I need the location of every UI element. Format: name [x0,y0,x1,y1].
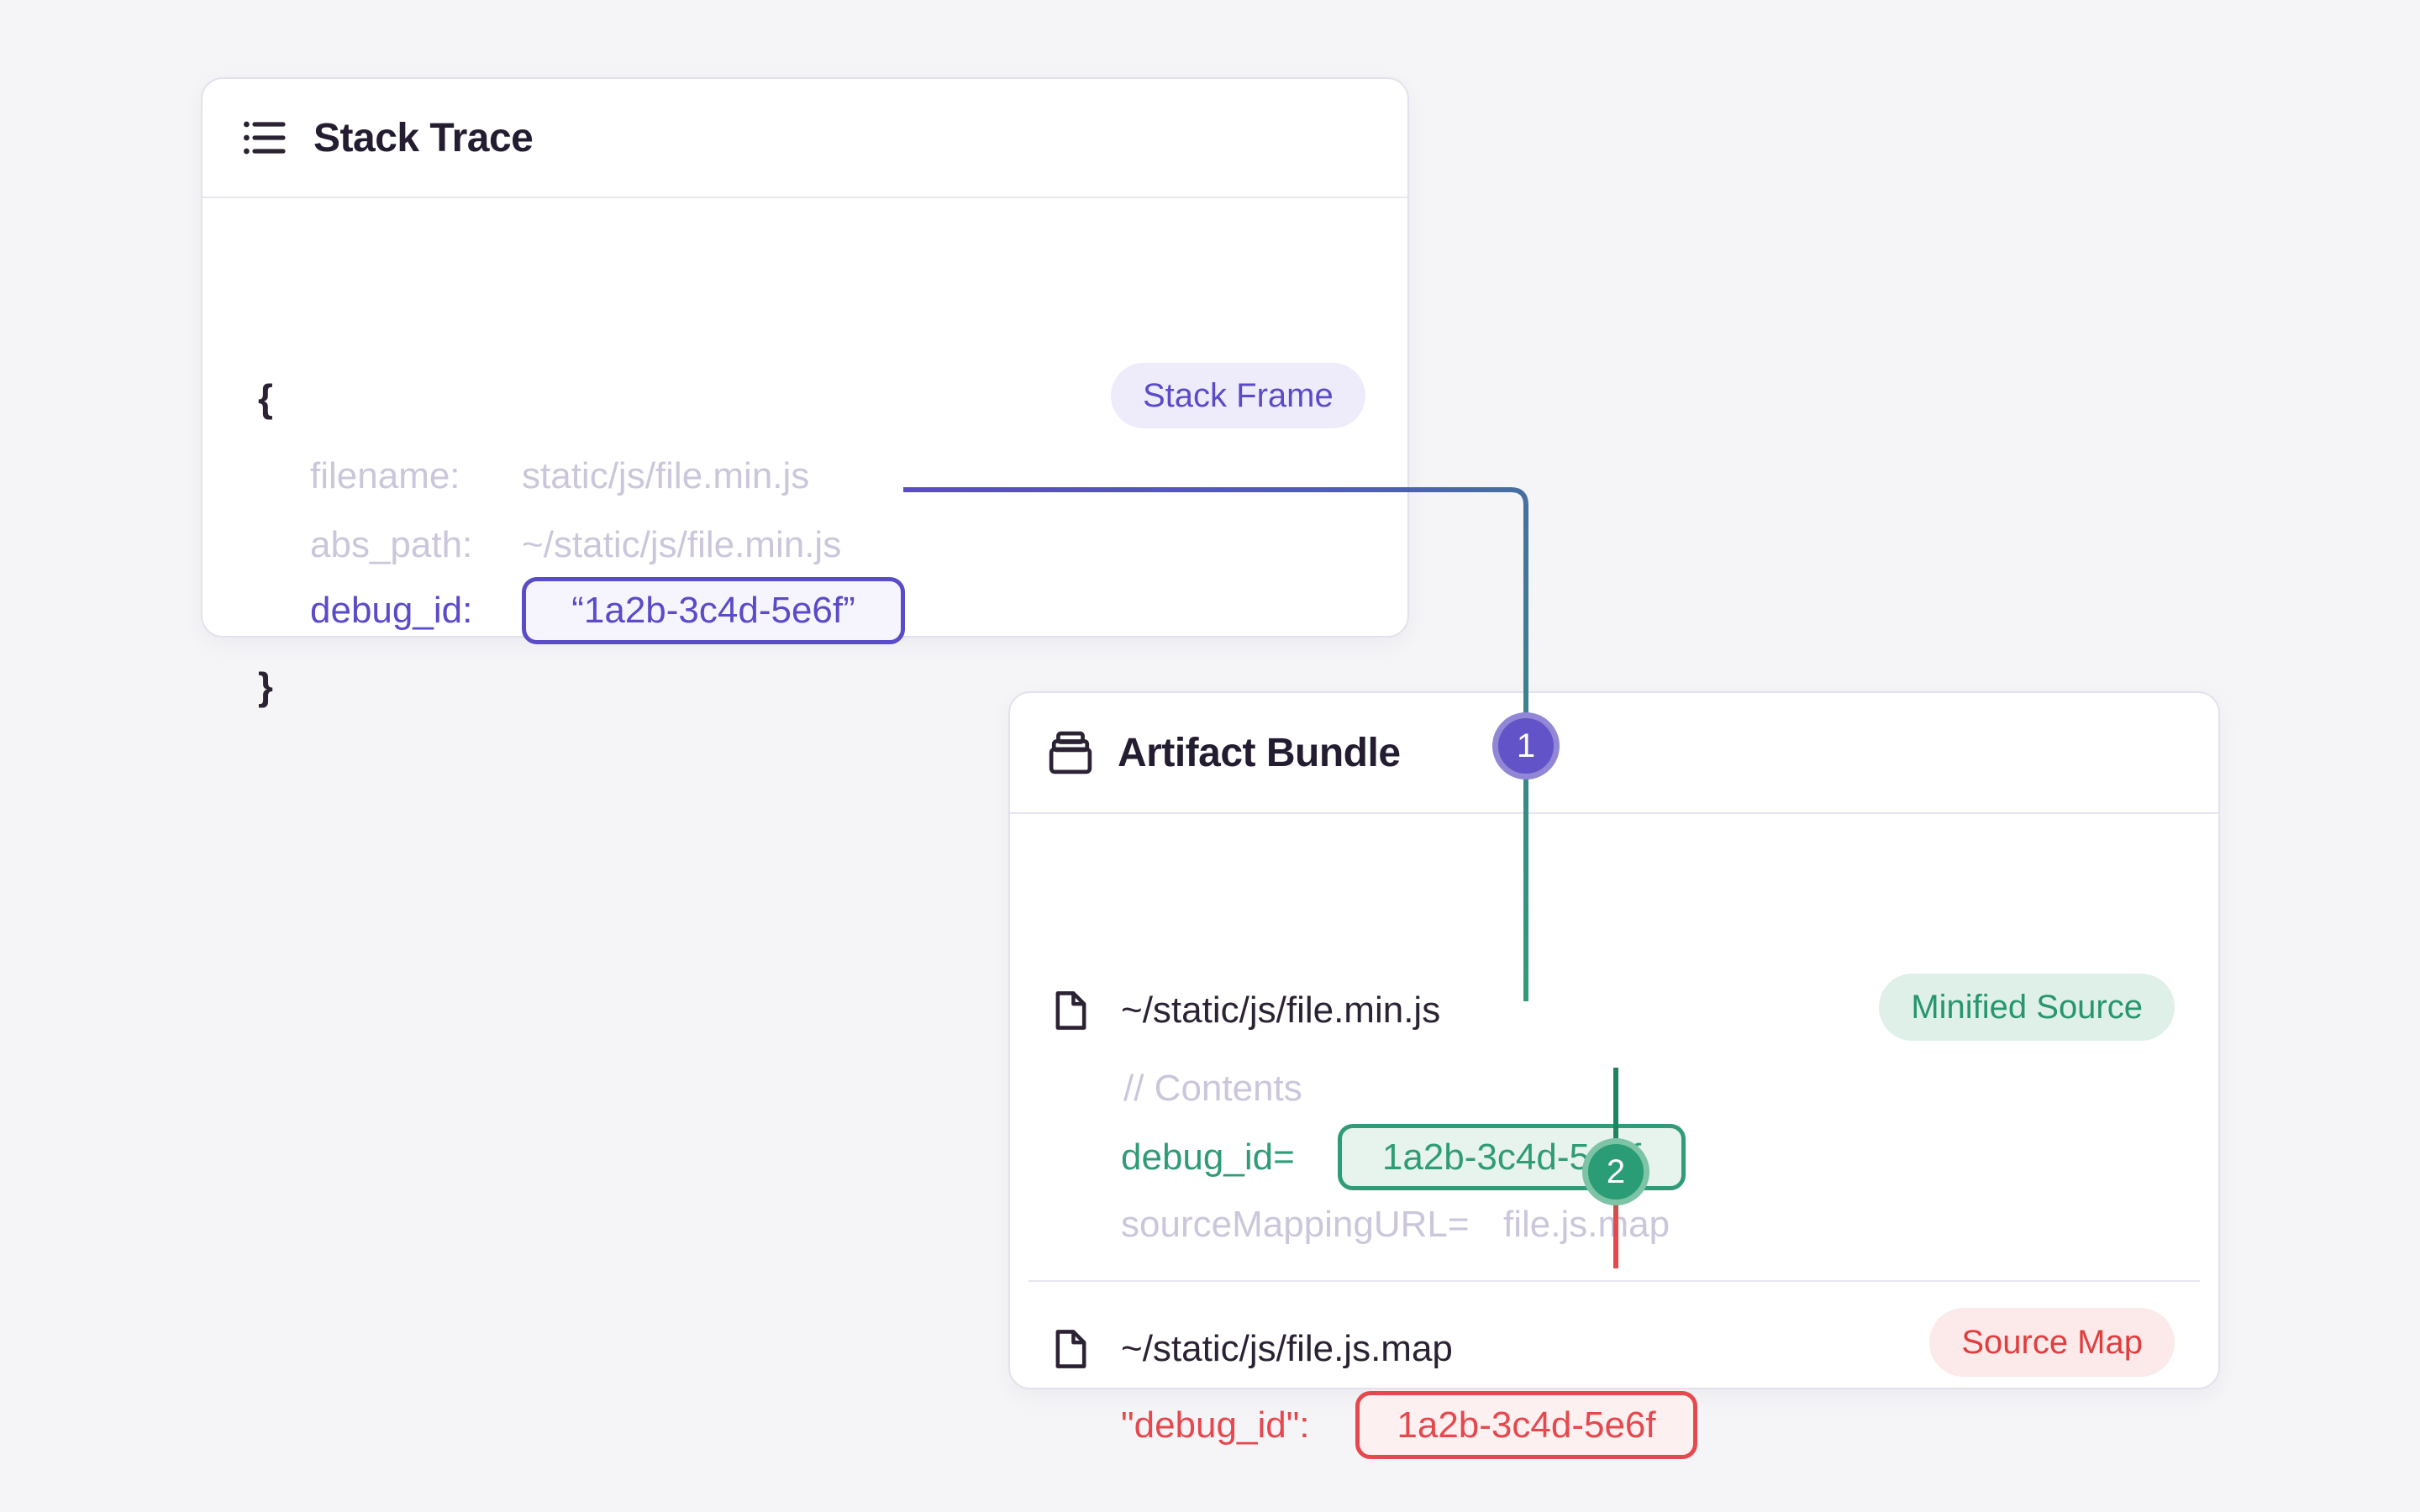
artifact-bundle-title: Artifact Bundle [1118,730,1401,775]
field-value: file.js.map [1503,1204,1670,1245]
artifact-bundle-card: Artifact Bundle ~/static/js/file.min.js … [1008,691,2220,1459]
source-mapping-url-row: sourceMappingURL= file.js.map [1121,1201,1670,1248]
field-label: "debug_id": [1121,1404,1310,1446]
file-icon [1051,1327,1091,1371]
list-icon [241,116,288,160]
field-label: debug_id: [310,590,473,631]
file-icon [1051,989,1091,1032]
stack-frame-badge: Stack Frame [1111,363,1365,428]
stack-field-filename: filename: static/js/file.min.js [310,453,809,500]
source-map-badge: Source Map [1929,1308,2175,1377]
minified-source-badge: Minified Source [1879,974,2175,1041]
step-marker-2: 2 [1582,1138,1649,1205]
stack-field-debug-id: debug_id: “1a2b-3c4d-5e6f” [310,577,905,644]
sourcemap-file-row: ~/static/js/file.js.map [1051,1324,1453,1374]
debug-id-value-box: “1a2b-3c4d-5e6f” [522,577,905,644]
artifact-bundle-header: Artifact Bundle [1010,693,2218,814]
debug-id-value-box: 1a2b-3c4d-5e6f [1355,1391,1697,1459]
field-label: filename: [310,455,460,496]
file-divider [1028,1280,2200,1282]
minified-file-row: ~/static/js/file.min.js [1051,985,1440,1036]
file-path: ~/static/js/file.js.map [1121,1328,1453,1369]
field-label: sourceMappingURL= [1121,1204,1470,1245]
field-label: debug_id= [1121,1136,1295,1178]
stack-trace-header: Stack Trace [203,79,1407,198]
stack-trace-card: Stack Trace Stack Frame { filename: stat… [201,77,1409,708]
sourcemap-debug-id-row: "debug_id": 1a2b-3c4d-5e6f [1121,1391,1697,1459]
file-path: ~/static/js/file.min.js [1121,990,1441,1031]
minified-debug-id-row: debug_id= 1a2b-3c4d-5e6f [1121,1124,1686,1190]
stack-trace-title: Stack Trace [313,115,534,160]
json-open-brace: { [258,376,273,420]
step-marker-1: 1 [1492,712,1560,780]
stack-field-abs-path: abs_path: ~/static/js/file.min.js [310,522,841,569]
field-value: static/js/file.min.js [522,455,810,496]
field-label: abs_path: [310,524,473,565]
field-value: ~/static/js/file.min.js [522,524,842,565]
contents-comment: // Contents [1123,1068,1302,1109]
json-close-brace: } [258,664,273,708]
archive-icon [1049,731,1092,774]
